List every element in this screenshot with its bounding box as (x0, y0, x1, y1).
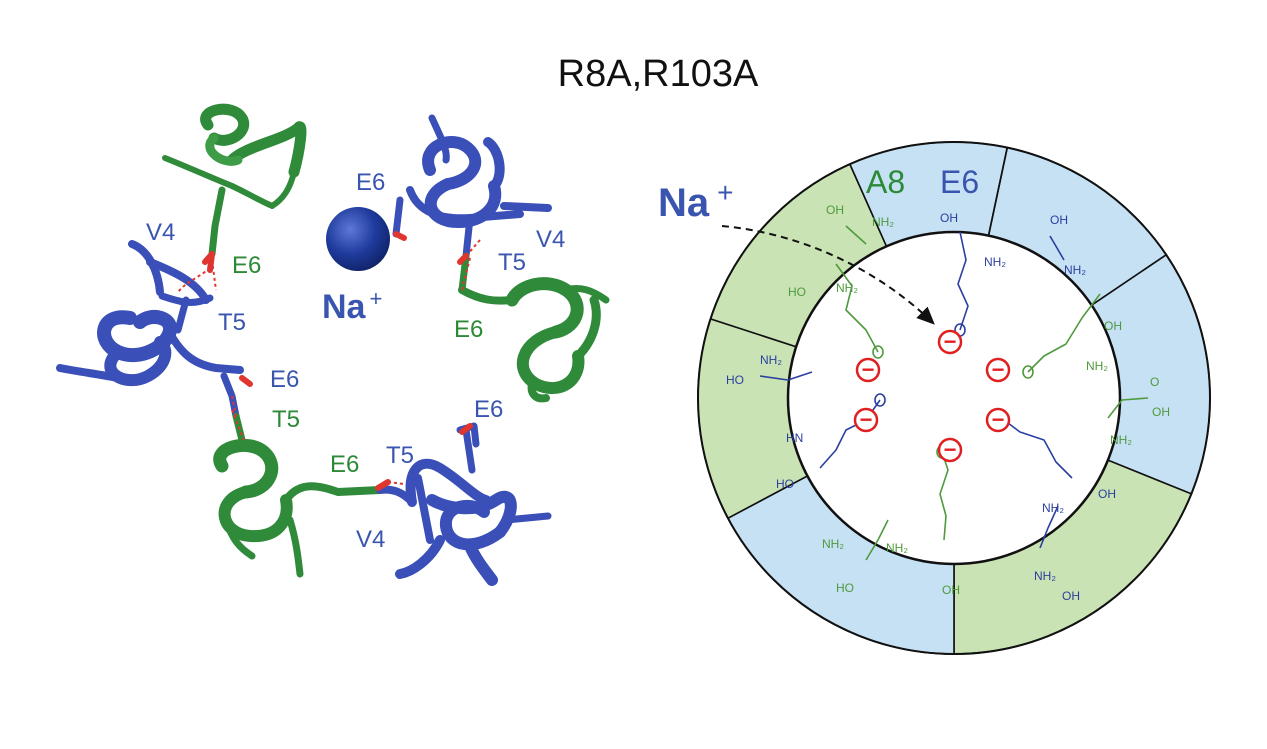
residue-label: E6 (474, 396, 503, 423)
negative-charge-circle (937, 437, 963, 463)
blue-helix-bottom-right (376, 422, 552, 586)
ring-inner-outline (786, 230, 1122, 566)
green-helix-bottom-left (213, 412, 384, 578)
chem-text: NH₂ (872, 215, 894, 229)
blue-helix-top-right (392, 114, 552, 260)
figure-title: R8A,R103A (558, 53, 759, 95)
chem-text: NH₂ (760, 353, 782, 367)
left-na-label: Na+ (322, 286, 382, 326)
left-na-charge: + (369, 286, 382, 311)
negative-charge-sign: − (992, 407, 1005, 432)
negative-charge-icon: − (985, 407, 1011, 433)
chem-text: NH₂ (1042, 501, 1064, 515)
chem-text-fragments: OH NH₂ OH NH₂ NH₂ OH HO NH₂ OH NH₂ O OH … (726, 203, 1170, 603)
chem-text: NH₂ (1064, 263, 1086, 277)
chem-text: HO (776, 477, 794, 491)
chem-text: OH (1062, 589, 1080, 603)
sodium-ion-sphere (326, 207, 390, 271)
negative-charge-sign: − (862, 357, 875, 382)
green-helix-top (162, 103, 307, 273)
chem-text: NH₂ (1034, 569, 1056, 583)
right-na-charge: + (717, 177, 733, 208)
left-structure-panel: Na+ E6 V4 E6 T5 V4 T5 E6 E6 T5 E6 E6 T5 … (56, 103, 610, 586)
residue-label: E6 (270, 366, 299, 393)
negative-charge-sign: − (992, 357, 1005, 382)
chem-text: NH₂ (822, 537, 844, 551)
residue-label: T5 (272, 406, 300, 433)
residue-label: V4 (536, 226, 565, 253)
left-na-symbol: Na (322, 288, 367, 326)
ring-outer-outline (697, 141, 1211, 655)
green-helix-right (458, 252, 610, 403)
negative-charge-icon: − (937, 329, 963, 355)
chem-text: HN (786, 431, 803, 445)
residue-label: V4 (146, 219, 175, 246)
residue-label: V4 (356, 526, 385, 553)
chem-text: OH (1104, 319, 1122, 333)
blue-helix-left (56, 240, 244, 420)
residue-label: T5 (498, 249, 526, 276)
residue-labels: E6 V4 E6 T5 V4 T5 E6 E6 T5 E6 E6 T5 V4 (146, 169, 565, 553)
chem-text: HO (836, 581, 854, 595)
chem-text: HO (726, 373, 744, 387)
residue-label: E6 (232, 252, 261, 279)
chem-text: OH (1050, 213, 1068, 227)
segment-label-e6: E6 (940, 164, 979, 200)
chem-text: O (1150, 375, 1159, 389)
residue-label: E6 (356, 169, 385, 196)
residue-label: T5 (386, 442, 414, 469)
right-na-symbol: Na (658, 181, 710, 225)
chem-text: OH (826, 203, 844, 217)
segment-label-a8: A8 (866, 164, 905, 200)
chem-text: NH₂ (1086, 359, 1108, 373)
chem-text: NH₂ (886, 541, 908, 555)
ring-segments (697, 141, 1211, 655)
negative-charge-circle (985, 357, 1011, 383)
chem-text: HO (788, 285, 806, 299)
residue-label: T5 (218, 309, 246, 336)
right-na-label: Na+ (658, 177, 734, 225)
hydrogen-bonds (177, 239, 481, 485)
negative-charge-circle (855, 357, 881, 383)
negative-charge-circle (937, 329, 963, 355)
negative-charge-icon: − (985, 357, 1011, 383)
negative-charge-icon: − (855, 357, 881, 383)
residue-label: E6 (454, 316, 483, 343)
chem-text: OH (942, 583, 960, 597)
chem-text: OH (1098, 487, 1116, 501)
negative-charge-icon: − (853, 407, 879, 433)
negative-charge-circle (985, 407, 1011, 433)
sodium-entry-arrow (721, 225, 935, 325)
right-schematic-panel: A8 E6 (658, 141, 1211, 655)
negative-charge-circle (853, 407, 879, 433)
negative-charge-sign: − (944, 437, 957, 462)
negative-charges: − − − − − − (853, 329, 1011, 463)
chem-text: NH₂ (984, 255, 1006, 269)
negative-charge-icon: − (937, 437, 963, 463)
chem-text: OH (1152, 405, 1170, 419)
chem-text: NH₂ (836, 281, 858, 295)
residue-label: E6 (330, 451, 359, 478)
negative-charge-sign: − (944, 329, 957, 354)
chem-text: OH (940, 211, 958, 225)
chem-text: NH₂ (1110, 433, 1132, 447)
oxygen-markers (202, 231, 473, 491)
negative-charge-sign: − (860, 407, 873, 432)
